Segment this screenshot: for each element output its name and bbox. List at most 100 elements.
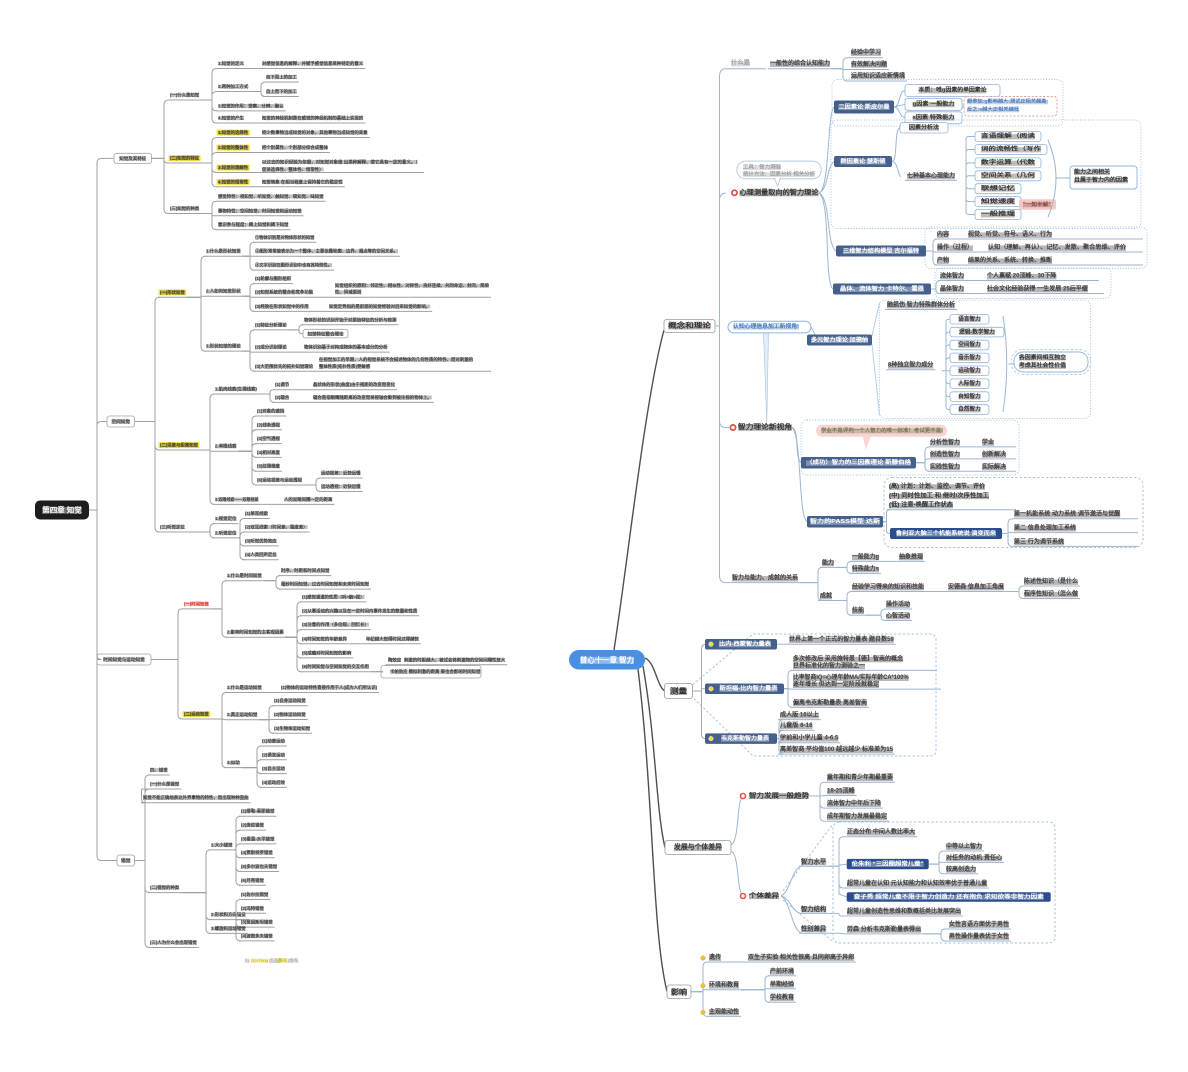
svg-text:知觉特征整合理论: 知觉特征整合理论 [308,330,345,337]
svg-text:(4)贾斯特罗错觉: (4)贾斯特罗错觉 [241,849,273,856]
svg-text:影响: 影响 [671,988,687,997]
svg-text:实际解决: 实际解决 [982,462,1007,470]
svg-text:实践性智力: 实践性智力 [930,462,960,470]
svg-text:①物体识别是对物体形状的知觉: ①物体识别是对物体形状的知觉 [255,234,315,241]
svg-text:(1)对象的遮挡: (1)对象的遮挡 [257,408,285,415]
svg-text:概念和理论: 概念和理论 [668,321,712,330]
svg-text:第一机能系统 动力系统 调节激活与觉醒: 第一机能系统 动力系统 调节激活与觉醒 [1013,510,1120,518]
svg-text:年纪越大觉得时间过得越快: 年纪越大觉得时间过得越快 [366,635,419,642]
svg-text:3.螺旋和运动错觉: 3.螺旋和运动错觉 [211,925,246,932]
svg-text:数字运算（代数: 数字运算（代数 [981,158,1036,166]
svg-text:能力之间相关: 能力之间相关 [1074,167,1110,175]
svg-text:(一)什么是知觉: (一)什么是知觉 [170,92,200,99]
svg-text:1.知觉的定义: 1.知觉的定义 [218,60,245,67]
svg-text:把个别属性、个别部分综合成整体: 把个别属性、个别部分综合成整体 [262,144,329,151]
svg-text:认知心理信息加工新视角!: 认知心理信息加工新视角! [733,322,799,330]
svg-text:2.形状和方向错觉: 2.形状和方向错觉 [211,911,246,918]
svg-text:以过去的知识经验为依据，对知觉对象做 出某种解释、使它具有一: 以过去的知识经验为依据，对知觉对象做 出某种解释、使它具有一定的意义。（ [262,159,418,166]
svg-text:3.似动: 3.似动 [227,759,240,766]
svg-text:遗传: 遗传 [708,953,721,961]
svg-text:且属于智力内的因素: 且属于智力内的因素 [1074,176,1128,184]
svg-text:世界标准化的智力测验之一: 世界标准化的智力测验之一 [793,661,865,669]
svg-text:双生子实验 相关性很高 且同卵高于异卵: 双生子实验 相关性很高 且同卵高于异卵 [748,953,854,961]
svg-text:运动视差：近快远慢: 运动视差：近快远慢 [321,470,361,477]
svg-text:意识参与程度：阈上知觉和阈下知觉: 意识参与程度：阈上知觉和阈下知觉 [218,221,289,228]
svg-text:操作（过程）: 操作（过程） [937,243,973,251]
svg-text:经验中学习: 经验中学习 [851,48,881,56]
svg-text:自下而上的加工: 自下而上的加工 [266,74,297,81]
svg-text:(2)知觉系统的整合和竞争功能: (2)知觉系统的整合和竞争功能 [255,289,314,296]
svg-text:(1)自身运动知觉: (1)自身运动知觉 [274,697,306,704]
svg-text:2.听觉定位: 2.听觉定位 [215,529,237,536]
svg-text:中等以上智力: 中等以上智力 [946,842,982,850]
svg-text:逐年增长 但达到一定阶段就稳定: 逐年增长 但达到一定阶段就稳定 [793,680,879,688]
svg-text:知觉的神经机制是在感觉的神经机制的基础上实现的: 知觉的神经机制是在感觉的神经机制的基础上实现的 [262,115,364,122]
svg-text:(4)波根多夫错觉: (4)波根多夫错觉 [241,932,273,939]
svg-text:3.知觉的理解性: 3.知觉的理解性 [218,164,249,171]
svg-text:(2)成分识别理论: (2)成分识别理论 [255,344,287,351]
svg-text:1.大小错觉: 1.大小错觉 [211,841,233,848]
svg-text:各因素间相互独立: 各因素间相互独立 [1018,353,1066,361]
svg-text:(3)自主运动: (3)自主运动 [262,765,285,772]
svg-text:偏离韦克斯勒量表 离差智商: 偏离韦克斯勒量表 离差智商 [793,698,867,706]
svg-text:第三 行为调节系统: 第三 行为调节系统 [1013,537,1064,545]
svg-text:3.双眼线索——双眼视差: 3.双眼线索——双眼视差 [215,496,259,503]
svg-text:(1)调节: (1)调节 [275,381,290,388]
svg-text:世界上第一个正式的智力量表 题目数59: 世界上第一个正式的智力量表 题目数59 [789,635,894,643]
svg-text:幕布: 幕布 [277,957,288,964]
svg-text:人的双眼间隔一定的距离: 人的双眼间隔一定的距离 [284,496,333,503]
svg-text:能力: 能力 [822,558,834,566]
svg-text:整体性质(拓扑性质)更敏感: 整体性质(拓扑性质)更敏感 [318,363,371,370]
svg-text:(4)时间知觉的年龄差异: (4)时间知觉的年龄差异 [302,635,348,642]
svg-text:人际智力: 人际智力 [957,379,981,387]
svg-text:g因素 一般能力: g因素 一般能力 [913,100,955,108]
svg-text:男性操作量表优于女性: 男性操作量表优于女性 [949,932,1009,940]
svg-text:工具：智力测验: 工具：智力测验 [743,163,782,171]
svg-text:流体智力: 流体智力 [940,272,964,280]
svg-text:学前和小学儿童 4-6.5: 学前和小学儿童 4-6.5 [780,734,839,742]
svg-text:智力水平: 智力水平 [801,857,827,866]
svg-text:毫秒时间知觉、过去时间知觉和未来时间知觉: 毫秒时间知觉、过去时间知觉和未来时间知觉 [281,581,370,588]
svg-text:(二)深度与距离知觉: (二)深度与距离知觉 [160,442,199,449]
svg-text:智力的PASS模型 达斯: 智力的PASS模型 达斯 [809,517,880,525]
svg-text:1.什么是形状知觉: 1.什么是形状知觉 [206,248,241,255]
svg-text:分析性智力: 分析性智力 [930,438,960,446]
svg-text:(3)空气透视: (3)空气透视 [257,435,280,442]
svg-text:群因素论 瑟斯顿: 群因素论 瑟斯顿 [839,157,885,165]
svg-text:(3)垂直-水平错觉: (3)垂直-水平错觉 [241,835,275,842]
svg-text:物体形状的识别开始于对原始特征的分析与检测: 物体形状的识别开始于对原始特征的分析与检测 [304,316,397,323]
svg-text:空间知觉: 空间知觉 [112,418,131,425]
svg-text:物体识别基于对构成物体的基本成分的分析: 物体识别基于对构成物体的基本成分的分析 [304,344,388,351]
svg-text:(2)双耳线索（时间差、强度差）: (2)双耳线索（时间差、强度差） [245,524,308,531]
svg-text:时序、时距和时间点知觉: 时序、时距和时间点知觉 [281,567,330,574]
svg-text:知觉映象 在相当程度上保持着它的稳定性: 知觉映象 在相当程度上保持着它的稳定性 [262,178,343,185]
svg-text:斯坦福-比内智力量表: 斯坦福-比内智力量表 [720,684,778,692]
svg-text:空间关系（几何: 空间关系（几何 [981,171,1036,179]
svg-text:(5)多尔波也夫错觉: (5)多尔波也夫错觉 [241,863,278,870]
svg-text:2.单眼线索: 2.单眼线索 [215,443,237,450]
svg-text:2.人如何知觉形状: 2.人如何知觉形状 [206,288,241,295]
svg-text:1.什么是运动知觉: 1.什么是运动知觉 [227,684,262,691]
svg-text:(2)辐合: (2)辐合 [275,394,290,401]
svg-text:性别差异: 性别差异 [801,924,827,933]
svg-text:二因素论 斯皮尔曼: 二因素论 斯皮尔曼 [839,102,890,110]
svg-text:事物特性：空间知觉、时间知觉和运动知觉: 事物特性：空间知觉、时间知觉和运动知觉 [218,207,302,214]
svg-text:伦朱利 “三因圈超常儿童”: 伦朱利 “三因圈超常儿童” [852,859,924,867]
svg-text:卡帕效应: 卡帕效应 [390,668,408,675]
svg-text:言语理解（阅读: 言语理解（阅读 [981,132,1036,140]
svg-text:第四章 知觉: 第四章 知觉 [42,506,82,515]
svg-text:知觉不能正确地表达外界事物的特性，而出现种种歪曲: 知觉不能正确地表达外界事物的特性，而出现种种歪曲 [143,794,249,801]
svg-text:2.影响时间知觉的主客观因素: 2.影响时间知觉的主客观因素 [227,629,284,636]
svg-text:智力理论新视角: 智力理论新视角 [738,422,792,431]
svg-text:四、错觉: 四、错觉 [150,767,168,774]
svg-text:第二 信息处理加工系统: 第二 信息处理加工系统 [1013,524,1076,532]
svg-text:(2)线条透视: (2)线条透视 [257,421,280,428]
svg-text:智力与能力、成就的关系: 智力与能力、成就的关系 [732,574,798,582]
svg-text:正态分布 中间人数比率大: 正态分布 中间人数比率大 [847,828,915,836]
svg-text:知觉速度: 知觉速度 [981,197,1016,205]
svg-text:③文字识别在图形识别中也有其特殊性。: ③文字识别在图形识别中也有其特殊性。 [255,262,332,269]
svg-text:比率智商IQ=心理年龄MA/实际年龄CA*100%: 比率智商IQ=心理年龄MA/实际年龄CA*100% [793,673,909,681]
svg-text:把少数事物当成知觉的对象，其他事物当成知觉的背景: 把少数事物当成知觉的对象，其他事物当成知觉的背景 [262,129,368,136]
svg-text:Go-Yong: Go-Yong [251,958,268,963]
svg-text:(2)物体运动知觉: (2)物体运动知觉 [274,711,306,718]
